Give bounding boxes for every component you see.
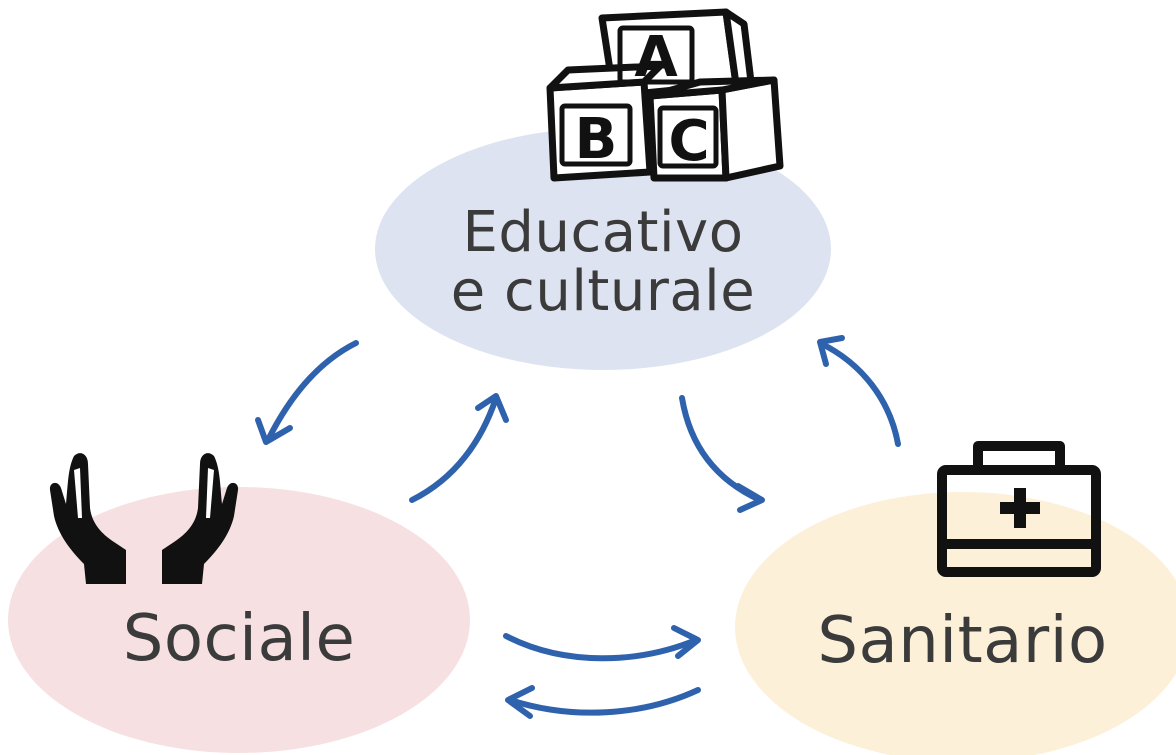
node-educativo-label-line2: e culturale: [450, 259, 756, 324]
arrow-educativo-to-sanitario: [679, 395, 765, 513]
block-letter-a: A: [634, 25, 678, 90]
caring-hands-icon: [49, 453, 239, 584]
arrow-sociale-to-sanitario: [503, 625, 701, 662]
arrow-sanitario-to-educativo: [817, 335, 901, 447]
block-letter-c: C: [668, 109, 709, 174]
first-aid-kit-icon: [937, 441, 1101, 577]
node-educativo-label-line1: Educativo: [462, 200, 744, 266]
node-sociale-label: Sociale: [122, 602, 356, 677]
arrow-educativo-to-sociale: [255, 340, 359, 445]
node-educativo-label: Educativo e culturale: [450, 200, 756, 324]
block-letter-b: B: [575, 107, 618, 172]
abc-blocks-icon: A B C: [546, 8, 784, 182]
arrow-sanitario-to-sociale: [505, 685, 701, 719]
node-sanitario: Sanitario: [735, 492, 1176, 755]
arrow-sociale-to-educativo: [409, 393, 509, 503]
node-sanitario-label: Sanitario: [817, 604, 1108, 679]
